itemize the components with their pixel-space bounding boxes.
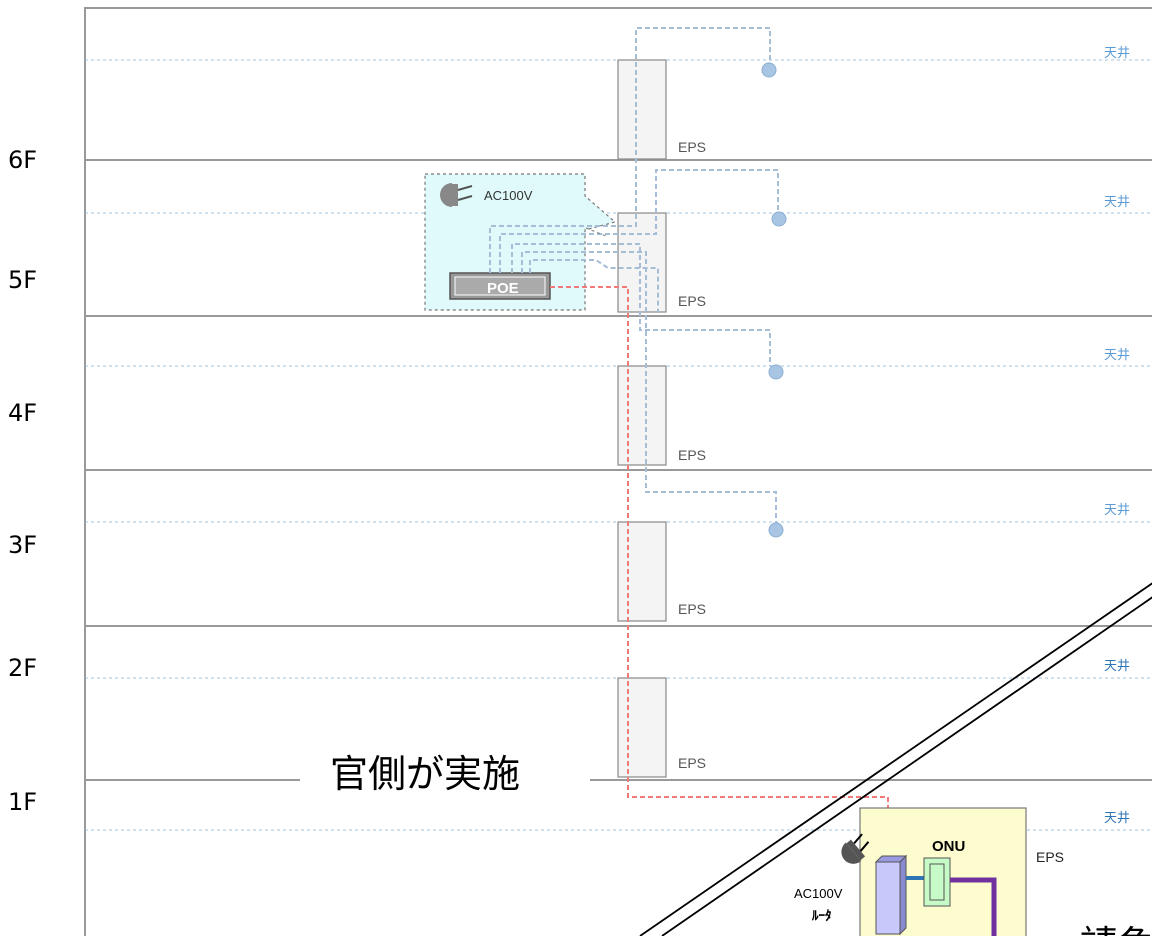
router-label: ﾙｰﾀ bbox=[811, 908, 832, 923]
eps-label-3f: EPS bbox=[678, 601, 706, 617]
eps-label-5f: EPS bbox=[678, 293, 706, 309]
floor-label-3f: 3F bbox=[8, 531, 37, 559]
floor-lines bbox=[85, 159, 1152, 781]
gov-scope-label: 官側が実施 bbox=[330, 752, 520, 796]
fiber-line bbox=[950, 877, 997, 936]
floor-label-4f: 4F bbox=[8, 399, 37, 427]
power-plug-icon-1f bbox=[841, 833, 870, 864]
lan-cables bbox=[489, 27, 779, 524]
eps-label-1f: EPS bbox=[1036, 849, 1064, 865]
floor-label-2f: 2F bbox=[8, 654, 37, 682]
router-device bbox=[874, 854, 908, 936]
onu-label: ONU bbox=[932, 838, 965, 855]
eps-label-4f: EPS bbox=[678, 447, 706, 463]
ceiling-label-2f: 天井 bbox=[1104, 659, 1130, 674]
eps-label-6f: EPS bbox=[678, 139, 706, 155]
ceiling-label-5f: 天井 bbox=[1104, 195, 1130, 210]
power-label-5f: AC100V bbox=[484, 188, 533, 203]
ceiling-label-6f: 天井 bbox=[1104, 46, 1130, 61]
ceiling-label-3f: 天井 bbox=[1104, 503, 1130, 518]
ceiling-label-1f: 天井 bbox=[1104, 811, 1130, 826]
eps-shafts bbox=[617, 59, 667, 778]
poe-label: POE bbox=[487, 280, 519, 297]
ceiling-label-4f: 天井 bbox=[1104, 348, 1130, 363]
power-plug-icon bbox=[440, 183, 473, 207]
scope-boundary bbox=[639, 582, 1152, 936]
building-outline bbox=[84, 7, 1152, 936]
eps-label-2f: EPS bbox=[678, 755, 706, 771]
access-points bbox=[761, 62, 787, 538]
power-label-1f: AC100V bbox=[794, 886, 843, 901]
onu-device bbox=[923, 857, 951, 907]
floor-label-6f: 6F bbox=[8, 146, 37, 174]
contractor-scope-label: 請負 bbox=[1080, 923, 1152, 936]
poe-switch bbox=[449, 272, 551, 300]
floor-label-1f: 1F bbox=[8, 788, 37, 816]
floor-label-5f: 5F bbox=[8, 266, 37, 294]
